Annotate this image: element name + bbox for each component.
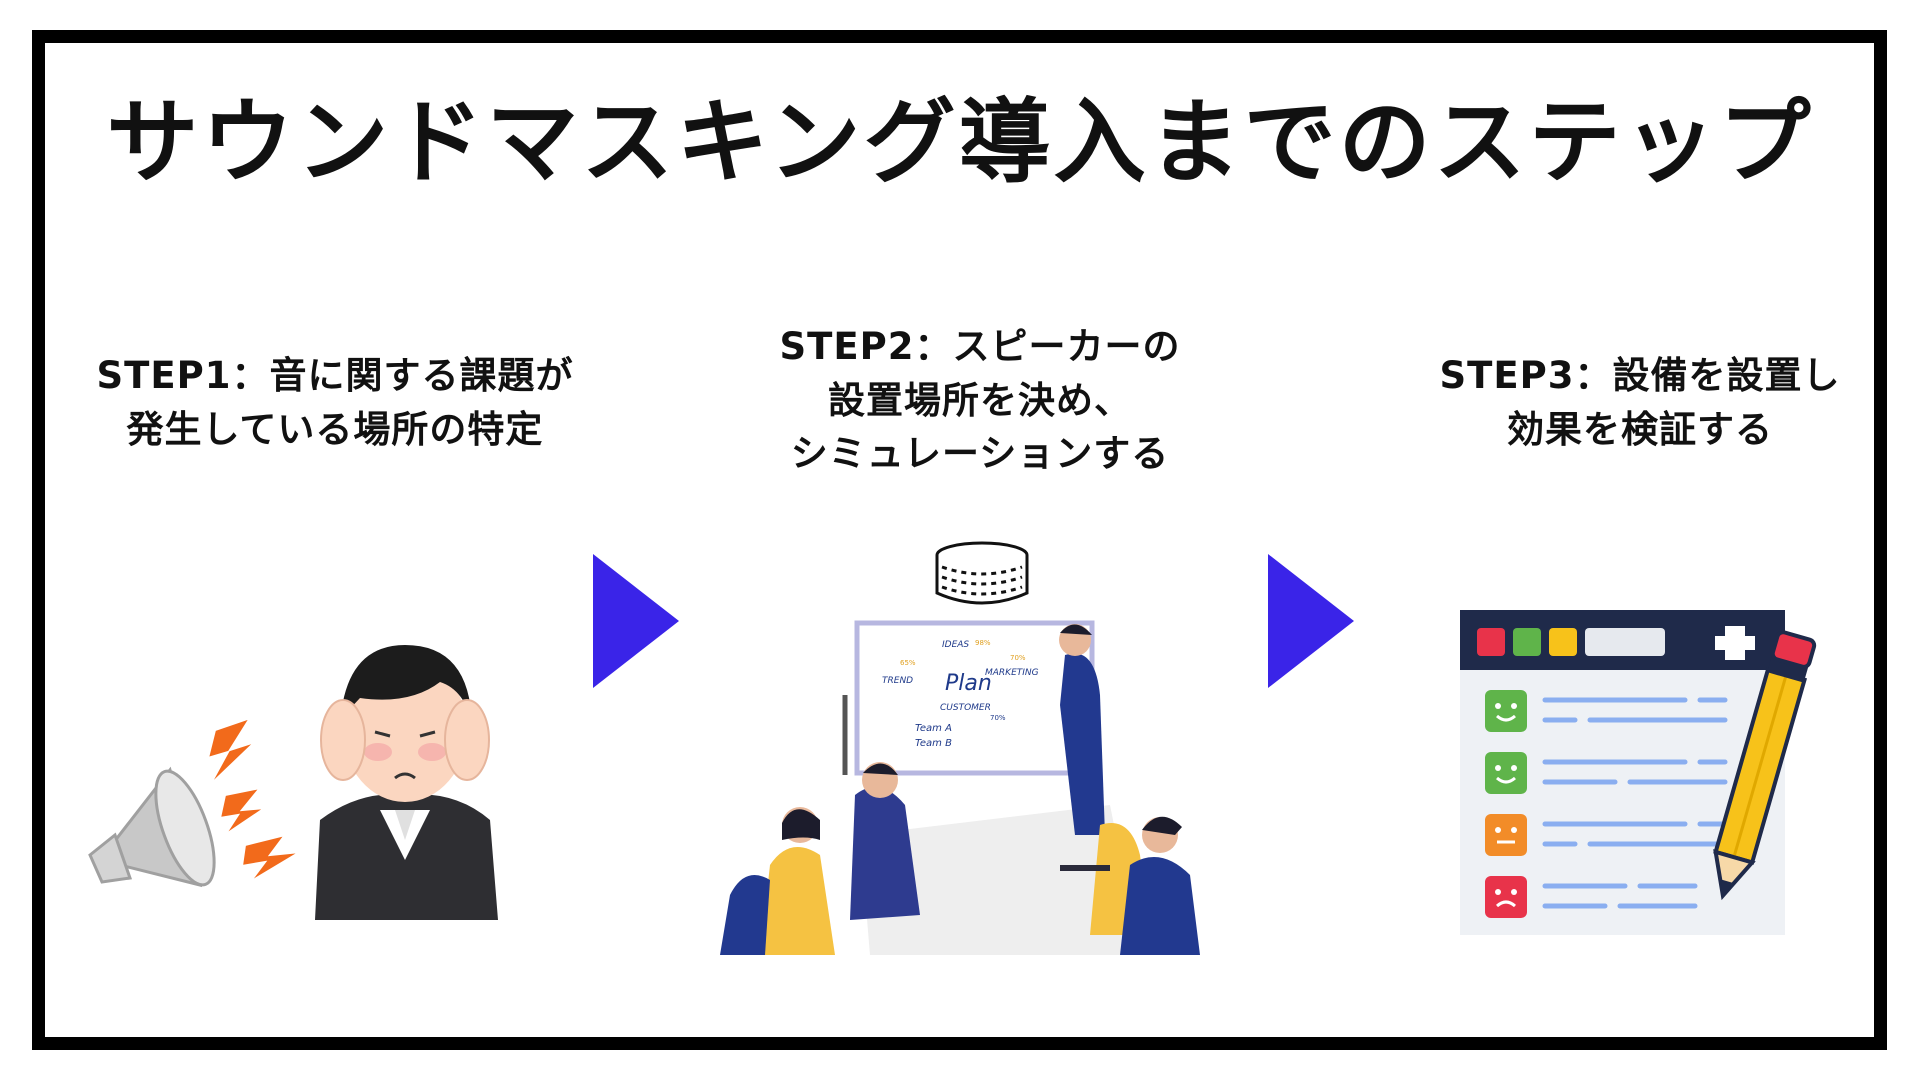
- step3-illustration: [1460, 610, 1817, 935]
- lightning-icon: [206, 716, 301, 883]
- step1-illustration: [88, 645, 498, 920]
- step1-line-2: 発生している場所の特定: [126, 407, 544, 451]
- whiteboard-team: Team B: [915, 738, 952, 749]
- step2-line-2: 設置場所を決め、: [828, 378, 1132, 422]
- pencil-icon: [1713, 630, 1817, 901]
- whiteboard-tag: IDEAS: [942, 640, 969, 650]
- step2-line-3: シミュレーションする: [790, 432, 1170, 476]
- smart-speaker-icon: [935, 541, 1029, 605]
- whiteboard-team: Team A: [915, 723, 952, 734]
- face-rating-icon: [1485, 690, 1527, 918]
- whiteboard-percent: 70%: [990, 714, 1006, 722]
- step2-illustration: Plan IDEAS TREND MARKETING CUSTOMER 98% …: [720, 541, 1200, 955]
- step1-caption: STEP1：音に関する課題が 発生している場所の特定: [75, 349, 595, 456]
- whiteboard-plan: Plan: [945, 671, 992, 696]
- step2-caption: STEP2：スピーカーの 設置場所を決め、 シミュレーションする: [720, 320, 1240, 481]
- step3-caption: STEP3：設備を設置し 効果を検証する: [1380, 349, 1900, 456]
- whiteboard-percent: 65%: [900, 659, 916, 667]
- page-title: サウンドマスキング導入までのステップ: [106, 89, 1814, 196]
- step1-line-1: STEP1：音に関する課題が: [96, 354, 574, 397]
- whiteboard-icon: Plan IDEAS TREND MARKETING CUSTOMER 98% …: [842, 620, 1095, 776]
- next-arrow-icon: [1268, 554, 1354, 688]
- whiteboard-tag: CUSTOMER: [940, 703, 991, 713]
- step2-line-1: STEP2：スピーカーの: [779, 325, 1181, 368]
- next-arrow-icon: [593, 554, 679, 688]
- whiteboard-tag: MARKETING: [985, 668, 1039, 678]
- megaphone-icon: [88, 766, 216, 888]
- meeting-people-icon: [720, 624, 1200, 955]
- whiteboard-percent: 98%: [975, 639, 991, 647]
- whiteboard-tag: TREND: [882, 676, 913, 686]
- list-lines: [1542, 697, 1728, 909]
- whiteboard-percent: 70%: [1010, 654, 1026, 662]
- step3-line-2: 効果を検証する: [1507, 407, 1773, 451]
- covering-ears-person-icon: [315, 645, 498, 920]
- step3-line-1: STEP3：設備を設置し: [1439, 354, 1841, 397]
